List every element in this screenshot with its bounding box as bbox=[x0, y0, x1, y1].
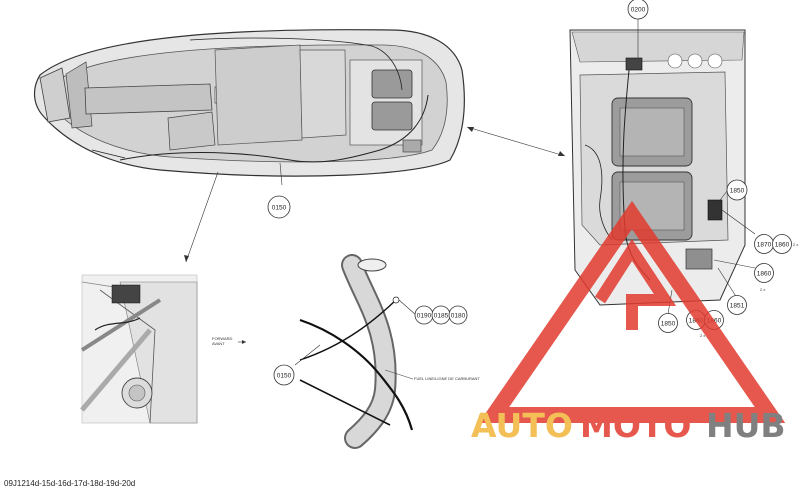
callout-0150-hull: 0150 bbox=[267, 195, 291, 219]
watermark-logo: AUTO MOTO HUB bbox=[471, 200, 786, 445]
detail-view-filler-neck bbox=[299, 254, 414, 449]
svg-text:0200: 0200 bbox=[631, 7, 646, 14]
callout-0150-detail: 0150 bbox=[273, 364, 295, 386]
watermark-auto: AUTO bbox=[471, 406, 573, 445]
callout-1860-b: 1860 bbox=[754, 263, 774, 283]
svg-text:0150: 0150 bbox=[272, 205, 287, 212]
svg-text:1850: 1850 bbox=[730, 188, 745, 195]
callout-1860-a: 1860 bbox=[772, 234, 792, 254]
svg-text:1851: 1851 bbox=[730, 303, 745, 310]
svg-text:1850: 1850 bbox=[661, 321, 676, 328]
callout-1850-a: 1850 bbox=[726, 179, 748, 201]
svg-text:0190: 0190 bbox=[417, 313, 432, 320]
svg-text:0180: 0180 bbox=[451, 313, 466, 320]
svg-text:0150: 0150 bbox=[277, 373, 292, 380]
watermark-hub: HUB bbox=[706, 406, 786, 445]
label-fuel-line: FUEL LINE/LIGNE DE CARBURANT bbox=[414, 376, 480, 381]
note-2x-a: 2 x bbox=[793, 242, 798, 247]
svg-text:0185: 0185 bbox=[434, 313, 449, 320]
note-2x-b: 2 x bbox=[760, 287, 765, 292]
svg-text:1860: 1860 bbox=[757, 271, 772, 278]
part-code: 09J1214d-15d-16d-17d-18d-19d-20d bbox=[4, 479, 135, 488]
label-forward: FORWARD bbox=[212, 336, 233, 341]
label-avant: AVANT bbox=[212, 341, 225, 346]
callout-0180: 0180 bbox=[448, 305, 468, 325]
callout-0185: 0185 bbox=[431, 305, 451, 325]
detail-view-fuel-sender bbox=[80, 274, 198, 424]
watermark-moto: MOTO bbox=[580, 406, 691, 445]
callout-1850-b: 1850 bbox=[658, 313, 678, 333]
note-2x-c: 2 x bbox=[700, 333, 705, 338]
callout-0200: 0200 bbox=[627, 0, 649, 20]
boat-hull-view bbox=[34, 29, 465, 177]
callout-1851: 1851 bbox=[727, 295, 747, 315]
svg-text:1860: 1860 bbox=[775, 242, 790, 249]
svg-text:1870: 1870 bbox=[757, 242, 772, 249]
callout-0190: 0190 bbox=[414, 305, 434, 325]
callout-1870: 1870 bbox=[754, 234, 774, 254]
